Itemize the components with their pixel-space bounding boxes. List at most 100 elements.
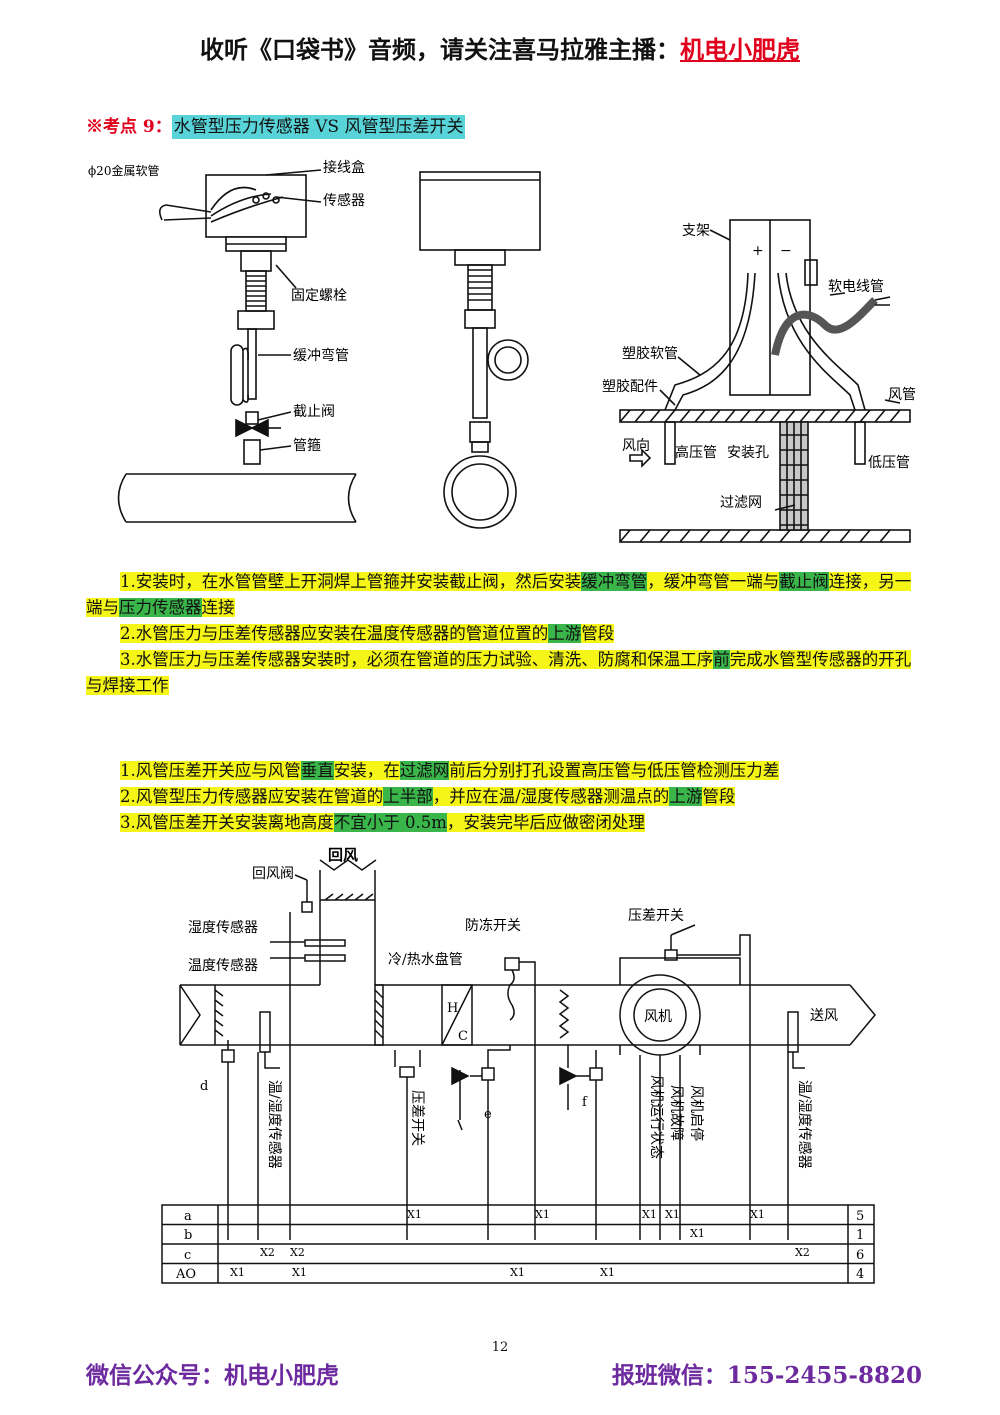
label-th-sensor-left: 温/湿度传感器 — [266, 1080, 283, 1169]
header-anchor-name: 机电小肥虎 — [680, 35, 800, 64]
terminal-a-3: X1 — [642, 1208, 657, 1221]
label-metal-hose: ϕ20金属软管 — [88, 163, 159, 178]
water-notes: 1.安装时，在水管管壁上开洞焊上管箍并安装截止阀，然后安装缓冲弯管，缓冲弯管一端… — [86, 569, 926, 699]
water-note-1-d: 截止阀 — [779, 572, 829, 591]
label-plus: + — [752, 243, 764, 259]
duct-notes: 1.风管压差开关应与风管垂直安装，在过滤网前后分别打孔设置高压管与低压管检测压力… — [120, 758, 920, 836]
label-fan: 风机 — [644, 1009, 672, 1025]
duct-note-2-d: 上游 — [669, 787, 703, 806]
water-note-1-b: 缓冲弯管 — [581, 572, 648, 591]
terminal-c-3: X2 — [795, 1246, 810, 1259]
header-prefix: 收听《口袋书》音频，请关注喜马拉雅主播： — [200, 35, 680, 64]
terminal-c-2: X2 — [290, 1246, 305, 1259]
keypoint-title: ※考点 9：水管型压力传感器 VS 风管型压差开关 — [86, 112, 466, 139]
label-return-air: 回风 — [328, 846, 358, 864]
label-d: d — [200, 1079, 208, 1094]
terminal-a-5: X1 — [750, 1208, 765, 1221]
water-note-1-f: 压力传感器 — [119, 598, 202, 617]
row-count-a: 5 — [856, 1209, 864, 1224]
label-duct: 风管 — [888, 387, 916, 403]
label-supply-air: 送风 — [810, 1008, 838, 1024]
water-note-3-a: 3.水管压力与压差传感器安装时，必须在管道的压力试验、清洗、防腐和保温工序 — [120, 650, 714, 669]
terminal-ao-3: X1 — [510, 1266, 525, 1279]
terminal-a-4: X1 — [665, 1208, 680, 1221]
water-note-1-a: 1.安装时，在水管管壁上开洞焊上管箍并安装截止阀，然后安装 — [120, 572, 582, 591]
row-count-b: 1 — [856, 1228, 864, 1243]
label-f: f — [582, 1095, 588, 1110]
label-e: e — [484, 1107, 492, 1122]
water-note-2-a: 2.水管压力与压差传感器应安装在温度传感器的管道位置的 — [120, 624, 549, 643]
row-count-c: 6 — [856, 1248, 864, 1263]
row-label-c: c — [184, 1248, 191, 1263]
duct-note-1: 1.风管压差开关应与风管垂直安装，在过滤网前后分别打孔设置高压管与低压管检测压力… — [120, 758, 920, 784]
footer-wechat-account: 微信公众号：机电小肥虎 — [86, 1362, 339, 1389]
label-bracket: 支架 — [682, 223, 710, 239]
duct-note-2-e: 管段 — [702, 787, 736, 806]
terminal-a-2: X1 — [535, 1208, 550, 1221]
label-stop-valve: 截止阀 — [293, 404, 335, 420]
label-mounting-hole: 安装孔 — [727, 445, 769, 461]
label-cable-conduit: 软电线管 — [828, 279, 884, 295]
terminal-c-1: X2 — [260, 1246, 275, 1259]
label-plastic-fitting: 塑胶配件 — [602, 378, 658, 395]
footer-enrollment-contact: 报班微信：155-2455-8820 — [611, 1362, 922, 1389]
junction-box-shape — [205, 174, 307, 238]
terminal-b-1: X1 — [690, 1227, 705, 1240]
keypoint-label: ※考点 9： — [86, 117, 172, 137]
keypoint-topic: 水管型压力传感器 VS 风管型压差开关 — [171, 115, 466, 139]
label-humidity-sensor: 湿度传感器 — [188, 919, 258, 936]
terminal-ao-2: X1 — [292, 1266, 307, 1279]
label-fan-fault: 风机故障 — [668, 1085, 684, 1141]
figure-water-sensor-side: ϕ20金属软管 接线盒 传感器 固定螺栓 缓冲弯管 截止阀 管箍 — [88, 159, 365, 523]
water-note-3-b: 前 — [713, 650, 730, 669]
label-fixing-bolt: 固定螺栓 — [291, 288, 347, 304]
label-antifreeze-switch: 防冻开关 — [465, 917, 521, 934]
duct-note-3: 3.风管压差开关安装离地高度不宜小于 0.5m，安装完毕后应做密闭处理 — [120, 810, 920, 836]
label-minus: − — [780, 243, 792, 259]
label-pressure-diff-switch: 压差开关 — [628, 908, 684, 924]
figure-duct-pressure-switch: + − 支架 软电线管 塑胶软管 塑胶配件 风管 风向 高压管 安装孔 低压管 … — [602, 219, 916, 543]
label-h: H — [447, 1001, 458, 1016]
duct-note-3-a: 3.风管压差开关安装离地高度 — [120, 813, 334, 832]
ahu-schematic: 回风 回风阀 湿度传感器 温度传感器 冷/热水盘管 防冻开关 压差开关 风机 送… — [161, 846, 876, 1284]
duct-note-3-c: ，安装完毕后应做密闭处理 — [446, 813, 645, 832]
label-return-damper: 回风阀 — [252, 866, 294, 882]
terminal-ao-1: X1 — [230, 1266, 245, 1279]
figure-water-sensor-front — [419, 171, 541, 529]
water-note-1-g: 连接 — [201, 598, 235, 617]
water-note-2-c: 管段 — [581, 624, 615, 643]
duct-note-2-a: 2.风管型压力传感器应安装在管道的 — [120, 787, 384, 806]
water-note-2: 2.水管压力与压差传感器应安装在温度传感器的管道位置的上游管段 — [86, 621, 926, 647]
duct-note-2: 2.风管型压力传感器应安装在管道的上半部，并应在温/湿度传感器测温点的上游管段 — [120, 784, 920, 810]
water-note-3: 3.水管压力与压差传感器安装时，必须在管道的压力试验、清洗、防腐和保温工序前完成… — [86, 647, 926, 699]
label-low-pressure-tube: 低压管 — [868, 455, 910, 471]
page-number: 12 — [491, 1340, 509, 1355]
label-sensor: 传感器 — [323, 192, 365, 209]
water-note-2-b: 上游 — [548, 624, 582, 643]
terminal-a-1: X1 — [407, 1208, 422, 1221]
label-th-sensor-right: 温/湿度传感器 — [796, 1080, 813, 1169]
label-wind-direction: 风向 — [622, 438, 650, 454]
label-buffer-bend: 缓冲弯管 — [293, 347, 349, 364]
label-junction-box: 接线盒 — [323, 159, 365, 176]
water-note-1: 1.安装时，在水管管壁上开洞焊上管箍并安装截止阀，然后安装缓冲弯管，缓冲弯管一端… — [86, 569, 926, 621]
page-header: 收听《口袋书》音频，请关注喜马拉雅主播：机电小肥虎 — [0, 30, 1000, 65]
label-c: C — [458, 1029, 468, 1044]
label-plastic-hose: 塑胶软管 — [622, 345, 678, 362]
duct-note-1-e: 前后分别打孔设置高压管与低压管检测压力差 — [449, 761, 780, 780]
water-note-1-c: ，缓冲弯管一端与 — [647, 572, 780, 591]
label-dp-switch-vertical: 压差开关 — [409, 1090, 425, 1146]
duct-note-2-b: 上半部 — [383, 787, 433, 806]
label-filter: 过滤网 — [720, 495, 762, 511]
duct-note-1-d: 过滤网 — [399, 761, 450, 780]
row-label-b: b — [184, 1228, 192, 1243]
label-fan-run-status: 风机运行状态 — [648, 1075, 664, 1159]
duct-note-1-b: 垂直 — [300, 761, 334, 780]
duct-note-1-c: 安装，在 — [333, 761, 400, 780]
label-temperature-sensor: 温度传感器 — [188, 957, 258, 974]
label-pipe-hoop: 管箍 — [293, 437, 321, 454]
duct-note-1-a: 1.风管压差开关应与风管 — [120, 761, 301, 780]
label-coil: 冷/热水盘管 — [388, 951, 463, 968]
label-high-pressure-tube: 高压管 — [675, 444, 717, 461]
duct-note-3-b: 不宜小于 0.5m — [333, 813, 447, 832]
